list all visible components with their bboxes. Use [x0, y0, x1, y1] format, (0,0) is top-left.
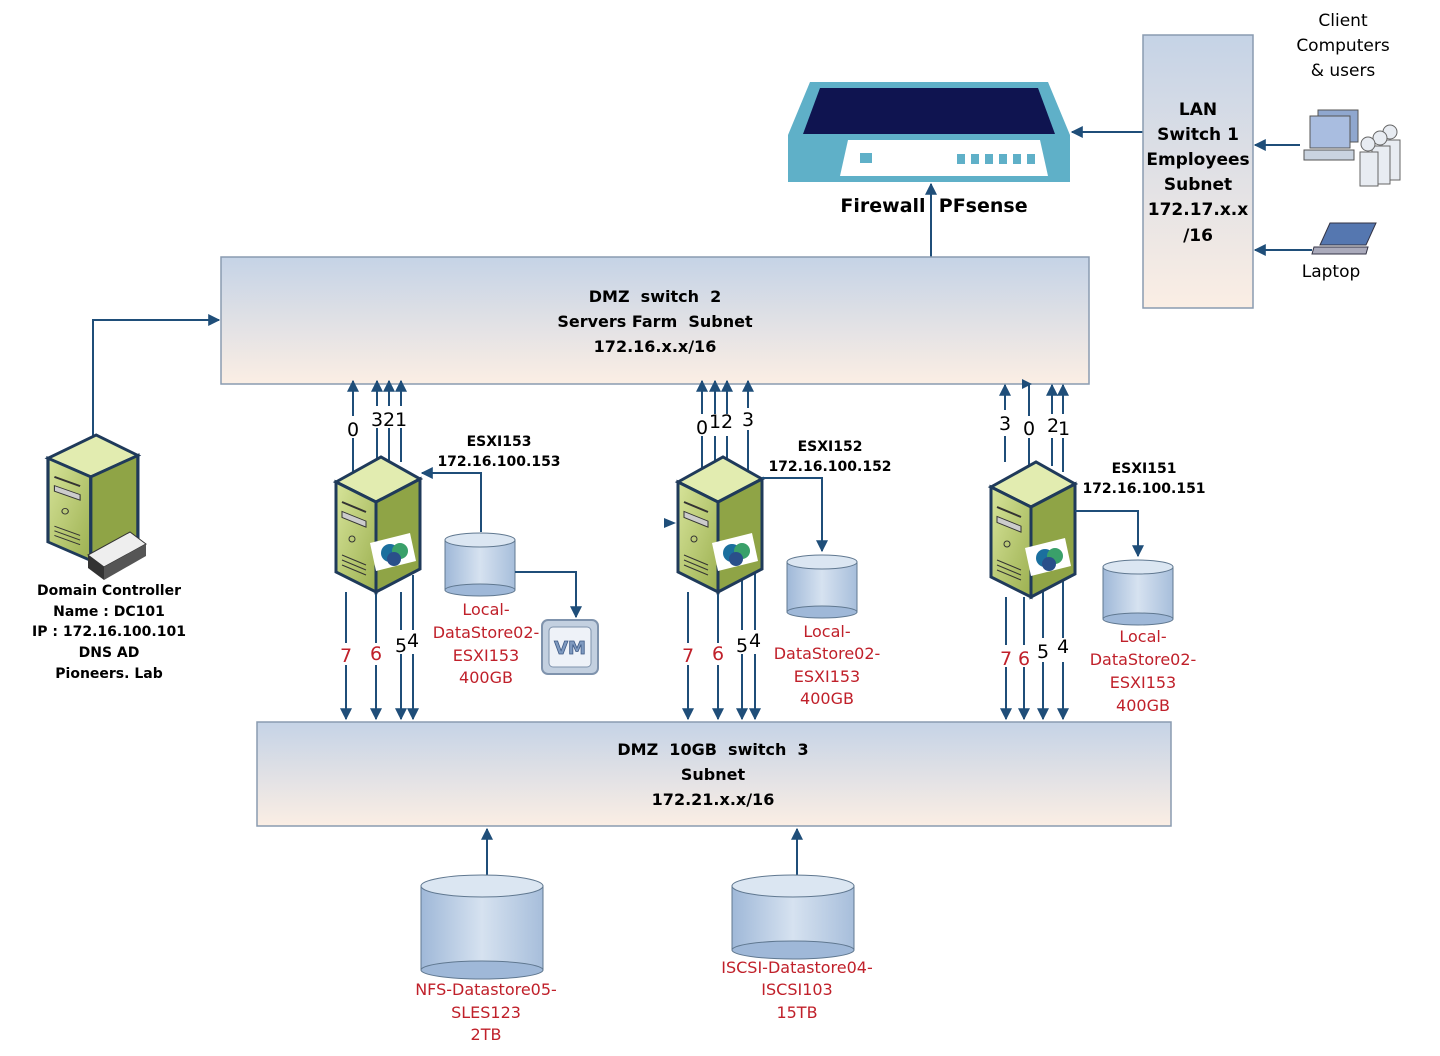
switch3-line: Subnet — [681, 765, 746, 784]
laptop-icon[interactable] — [1311, 222, 1377, 255]
server-icon — [676, 455, 764, 594]
host-esxi152[interactable]: 0 1 2 3 7 6 5 4 ESXI152 172.16.100.152 L… — [664, 379, 892, 721]
dc-line: Name : DC101 — [53, 604, 165, 620]
host-esxi151[interactable]: 3 0 2 1 7 6 5 4 ESXI151 172.16.100.151 L… — [989, 379, 1206, 721]
firewall-label: Firewall PFsense — [840, 195, 1027, 217]
switch3-line: DMZ 10GB switch 3 — [617, 740, 808, 759]
host-name: ESXI153 — [467, 434, 532, 450]
storage-label: NFS-Datastore05- — [415, 980, 557, 999]
link-dc-switch2 — [92, 314, 221, 437]
port-label: 2 — [1047, 415, 1059, 437]
datastore-label: Local- — [462, 600, 509, 619]
port-label: 7 — [682, 645, 694, 667]
port-label: 4 — [1057, 636, 1069, 658]
datastore-label: 400GB — [800, 689, 854, 708]
host-name: ESXI152 — [798, 439, 863, 455]
host-ip: 172.16.100.151 — [1082, 481, 1205, 497]
storage-label: SLES123 — [451, 1003, 521, 1022]
datastore-label: Local- — [1119, 627, 1166, 646]
port-label: 4 — [407, 630, 419, 652]
server-icon — [989, 460, 1077, 599]
lan-switch-line: 172.17.x.x — [1148, 200, 1248, 220]
port-label: 5 — [736, 635, 748, 657]
datastore-label: 400GB — [1116, 696, 1170, 715]
vm-label: VM — [554, 638, 586, 659]
dc-line: DNS AD — [79, 645, 140, 661]
lan-switch-line: Switch 1 — [1157, 125, 1239, 145]
firewall[interactable]: Firewall PFsense — [788, 82, 1070, 217]
firewall-icon — [788, 82, 1070, 182]
switch2-line: Servers Farm Subnet — [557, 312, 753, 331]
lan-switch-line: /16 — [1183, 226, 1213, 246]
port-label: 6 — [1018, 648, 1030, 670]
port-label: 1 — [1058, 418, 1070, 440]
datastore-label: DataStore02- — [433, 623, 540, 642]
port-label: 5 — [1037, 641, 1049, 663]
nfs-datastore[interactable]: NFS-Datastore05- SLES123 2TB — [415, 827, 557, 1044]
clients-label: & users — [1311, 61, 1376, 81]
port-label: 3 — [742, 409, 754, 431]
switch3-line: 172.21.x.x/16 — [652, 790, 775, 809]
host-name: ESXI151 — [1112, 461, 1177, 477]
port-label: 1 — [395, 409, 407, 431]
lan-switch-line: Subnet — [1164, 175, 1232, 195]
port-label: 7 — [1000, 648, 1012, 670]
lan-switch-line: Employees — [1146, 150, 1249, 170]
port-label: 0 — [347, 419, 359, 441]
dmz-switch-2[interactable]: DMZ switch 2 Servers Farm Subnet 172.16.… — [220, 256, 1090, 385]
client-computers-icon[interactable] — [1303, 109, 1401, 187]
lan-switch-1[interactable]: LAN Switch 1 Employees Subnet 172.17.x.x… — [1142, 34, 1254, 309]
storage-label: ISCSI103 — [761, 980, 832, 999]
datastore-label: ESXI153 — [453, 646, 519, 665]
datastore-label: DataStore02- — [774, 644, 881, 663]
dc-line: Pioneers. Lab — [55, 666, 162, 682]
iscsi-datastore[interactable]: ISCSI-Datastore04- ISCSI103 15TB — [721, 827, 873, 1022]
storage-label: 15TB — [776, 1003, 817, 1022]
port-label: 1 — [709, 411, 721, 433]
datastore-label: ESXI153 — [1110, 673, 1176, 692]
storage-label: ISCSI-Datastore04- — [721, 958, 873, 977]
port-label: 6 — [370, 643, 382, 665]
lan-switch-line: LAN — [1179, 100, 1217, 120]
printer-icon — [87, 531, 147, 580]
port-label: 6 — [712, 643, 724, 665]
port-label: 2 — [383, 409, 395, 431]
vm-icon[interactable]: VM — [541, 619, 599, 675]
datastore-icon — [731, 874, 855, 960]
host-ip: 172.16.100.152 — [768, 459, 891, 475]
port-label: 5 — [395, 635, 407, 657]
storage-label: 2TB — [471, 1025, 502, 1044]
server-icon — [334, 455, 422, 594]
dc-line: Domain Controller — [37, 583, 181, 599]
datastore-label: Local- — [803, 622, 850, 641]
port-label: 0 — [696, 417, 708, 439]
switch2-line: 172.16.x.x/16 — [594, 337, 717, 356]
datastore-label: DataStore02- — [1090, 650, 1197, 669]
datastore-label: 400GB — [459, 668, 513, 687]
host-esxi153[interactable]: 0 3 2 1 7 6 5 4 ESXI153 172.16.100.153 V… — [334, 379, 599, 721]
laptop-label: Laptop — [1302, 262, 1361, 282]
datastore-icon — [786, 554, 858, 619]
port-label: 4 — [749, 630, 761, 652]
dc-line: IP : 172.16.100.101 — [32, 624, 186, 640]
domain-controller[interactable]: Domain Controller Name : DC101 IP : 172.… — [32, 433, 186, 682]
port-label: 2 — [721, 411, 733, 433]
datastore-icon — [1102, 559, 1174, 626]
datastore-icon — [420, 874, 544, 980]
datastore-icon — [444, 532, 516, 597]
port-label: 0 — [1023, 418, 1035, 440]
datastore-label: ESXI153 — [794, 667, 860, 686]
host-ip: 172.16.100.153 — [437, 454, 560, 470]
clients-label: Client — [1318, 11, 1368, 31]
switch2-line: DMZ switch 2 — [589, 287, 722, 306]
port-label: 3 — [371, 409, 383, 431]
clients-label: Computers — [1296, 36, 1390, 56]
port-label: 3 — [999, 413, 1011, 435]
port-label: 7 — [340, 645, 352, 667]
dmz-switch-3[interactable]: DMZ 10GB switch 3 Subnet 172.21.x.x/16 — [256, 721, 1172, 827]
